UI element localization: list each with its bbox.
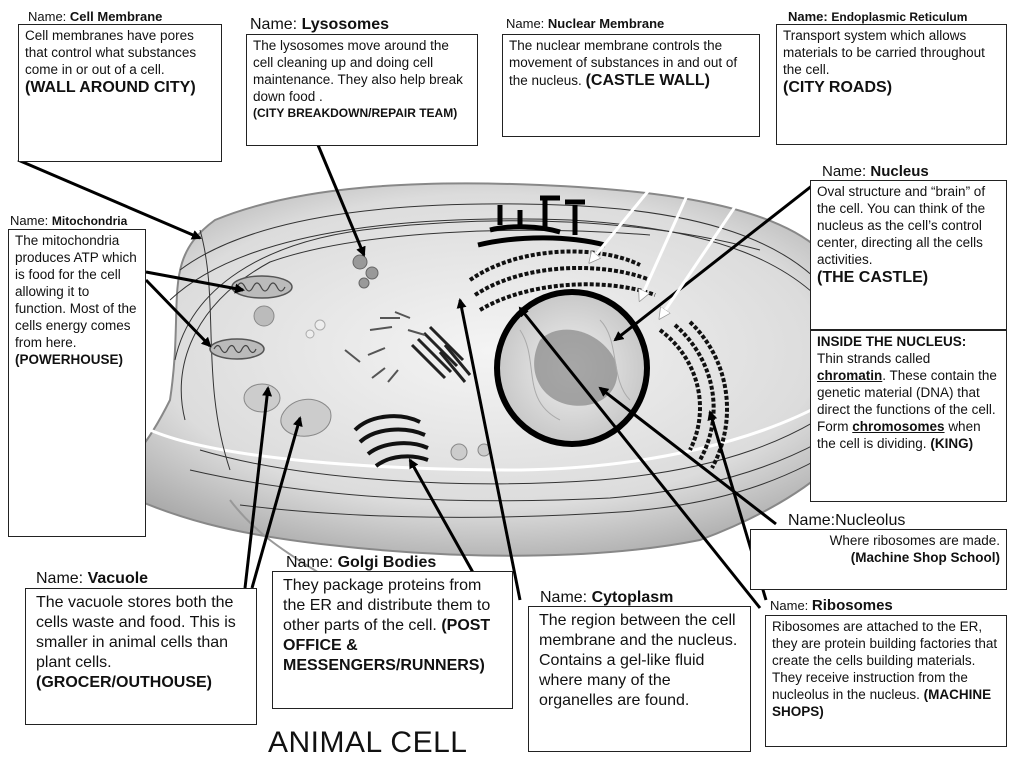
cytoplasm-text: The region between the cell membrane and… [539, 612, 738, 709]
nuclear-membrane-text: The nuclear membrane controls the moveme… [509, 38, 738, 88]
centriole-shape [410, 325, 472, 383]
nuclear-membrane-role: (CASTLE WALL) [585, 72, 710, 89]
cytoplasm-box: The region between the cell membrane and… [528, 606, 751, 752]
lysosomes-box: The lysosomes move around the cell clean… [246, 34, 478, 146]
mitochondria-box: The mitochondria produces ATP which is f… [8, 229, 146, 537]
ribosomes-text: Ribosomes are attached to the ER, they a… [772, 619, 998, 702]
inside-nucleus-role: (KING) [930, 436, 974, 451]
lysosome-shapes [352, 254, 379, 289]
nucleus-shape [494, 289, 650, 447]
mitochondria-text: The mitochondria produces ATP which is f… [15, 233, 137, 350]
cell-outline [92, 182, 886, 557]
vacuole-heading: Name: Vacuole [36, 570, 149, 587]
chromosomes-term: chromosomes [852, 419, 945, 434]
er-heading: Name: Endoplasmic Reticulum [788, 9, 968, 24]
cell-membrane-text: Cell membranes have pores that control w… [25, 28, 197, 77]
cytoskeleton-bits [344, 311, 426, 383]
mitochondrion-2 [209, 338, 265, 360]
lysosomes-text: The lysosomes move around the cell clean… [253, 38, 463, 104]
lysosomes-role: (CITY BREAKDOWN/REPAIR TEAM) [253, 106, 458, 120]
smooth-er [477, 195, 606, 248]
ribosomes-heading: Name: Ribosomes [770, 597, 893, 614]
nucleus-heading: Name: Nucleus [822, 163, 929, 180]
inside-nucleus-box: INSIDE THE NUCLEUS: Thin strands called … [810, 330, 1007, 502]
er-text: Transport system which allows materials … [783, 28, 985, 77]
golgi-heading: Name: Golgi Bodies [286, 554, 437, 571]
vacuole-box: The vacuole stores both the cells waste … [25, 588, 257, 725]
golgi-box: They package proteins from the ER and di… [272, 571, 513, 709]
ribosomes-role: (MACHINE SHOPS) [772, 687, 992, 719]
nucleus-text: Oval structure and “brain” of the cell. … [817, 184, 986, 267]
nucleolus-role: (Machine Shop School) [850, 550, 1000, 565]
nuclear-membrane-heading: Name: Nuclear Membrane [506, 16, 665, 31]
nuclear-membrane-box: The nuclear membrane controls the moveme… [502, 34, 760, 137]
er-box: Transport system which allows materials … [776, 24, 1007, 145]
diagram-title: ANIMAL CELL [268, 726, 468, 759]
nucleus-box: Oval structure and “brain” of the cell. … [810, 180, 1007, 330]
golgi-text: They package proteins from the ER and di… [283, 577, 491, 634]
golgi-shape [353, 414, 429, 468]
pointer-arrows-white [590, 139, 782, 318]
mitochondria-heading: Name: Mitochondria [10, 213, 128, 228]
mitochondria-role: (POWERHOUSE) [15, 352, 123, 367]
chromatin-strands [519, 319, 631, 421]
cell-highlight [149, 398, 831, 472]
rough-er [468, 249, 729, 469]
inside-nucleus-heading: INSIDE THE NUCLEUS: [817, 334, 967, 349]
er-role: (CITY ROADS) [783, 79, 893, 96]
nucleolus-blob [534, 329, 618, 406]
nucleolus-text: Where ribosomes are made. [829, 533, 1000, 548]
nucleolus-box: Where ribosomes are made. (Machine Shop … [750, 529, 1007, 590]
vacuole-role: (GROCER/OUTHOUSE) [36, 674, 212, 691]
nucleus-role: (THE CASTLE) [817, 269, 929, 286]
lysosomes-heading: Name: Lysosomes [250, 16, 390, 33]
ribosomes-box: Ribosomes are attached to the ER, they a… [765, 615, 1007, 747]
nucleolus-heading: Name:Nucleolus [788, 512, 906, 529]
mitochondrion-1 [231, 275, 293, 299]
cell-membrane-role: (WALL AROUND CITY) [25, 79, 196, 96]
mitochondria-shapes [209, 275, 293, 360]
chromatin-term: chromatin [817, 368, 883, 383]
cell-membrane-heading: Name: Cell Membrane [28, 9, 163, 24]
cytoplasm-heading: Name: Cytoplasm [540, 589, 674, 606]
cell-membrane-box: Cell membranes have pores that control w… [18, 24, 222, 162]
vacuole-text: The vacuole stores both the cells waste … [36, 594, 236, 671]
golgi-role: (POST OFFICE & MESSENGERS/RUNNERS) [283, 617, 491, 674]
